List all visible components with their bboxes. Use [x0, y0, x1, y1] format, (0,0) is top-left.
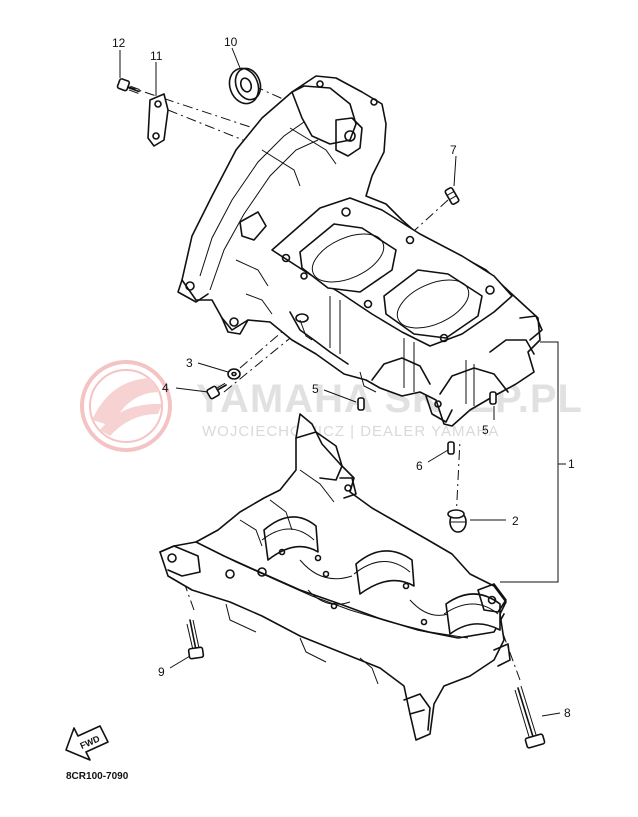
callout-5-right: 5 [482, 423, 489, 437]
callout-12: 12 [112, 36, 126, 50]
callout-11: 11 [150, 49, 163, 63]
part-2-bushing [447, 509, 467, 533]
part-4-bolt [206, 382, 227, 400]
callout-6: 6 [416, 459, 423, 473]
lower-crankcase [159, 413, 511, 741]
part-5-dowel-right [489, 391, 497, 405]
part-6-pin [447, 441, 455, 455]
callout-labels: 12 11 10 7 3 4 5 5 6 1 2 9 8 [112, 35, 575, 720]
fwd-arrow-icon: FWD [65, 725, 109, 761]
watermark-logo-icon [80, 360, 172, 452]
part-5-dowel-left [357, 397, 365, 411]
part-10-seal [228, 67, 262, 105]
part-11-bracket [147, 93, 169, 147]
diagram-code: 8CR100-7090 [66, 771, 129, 782]
part-9-bolt [186, 619, 205, 660]
callout-1: 1 [568, 457, 575, 471]
upper-crankcase [177, 75, 543, 427]
leader-lines [119, 47, 566, 717]
watermark-tagline: WOJCIECHOWICZ | DEALER YAMAHA [202, 423, 499, 440]
part-8-bolt [514, 685, 546, 749]
callout-4: 4 [162, 381, 169, 395]
callout-3: 3 [186, 356, 193, 370]
part-3-washer [227, 368, 241, 380]
callout-2: 2 [512, 514, 519, 528]
part-7-plug [444, 187, 460, 205]
part-12-bolt [116, 78, 140, 94]
callout-8: 8 [564, 706, 571, 720]
callout-10: 10 [224, 35, 238, 49]
callout-9: 9 [158, 665, 165, 679]
callout-5-left: 5 [312, 382, 319, 396]
callout-7: 7 [450, 143, 457, 157]
